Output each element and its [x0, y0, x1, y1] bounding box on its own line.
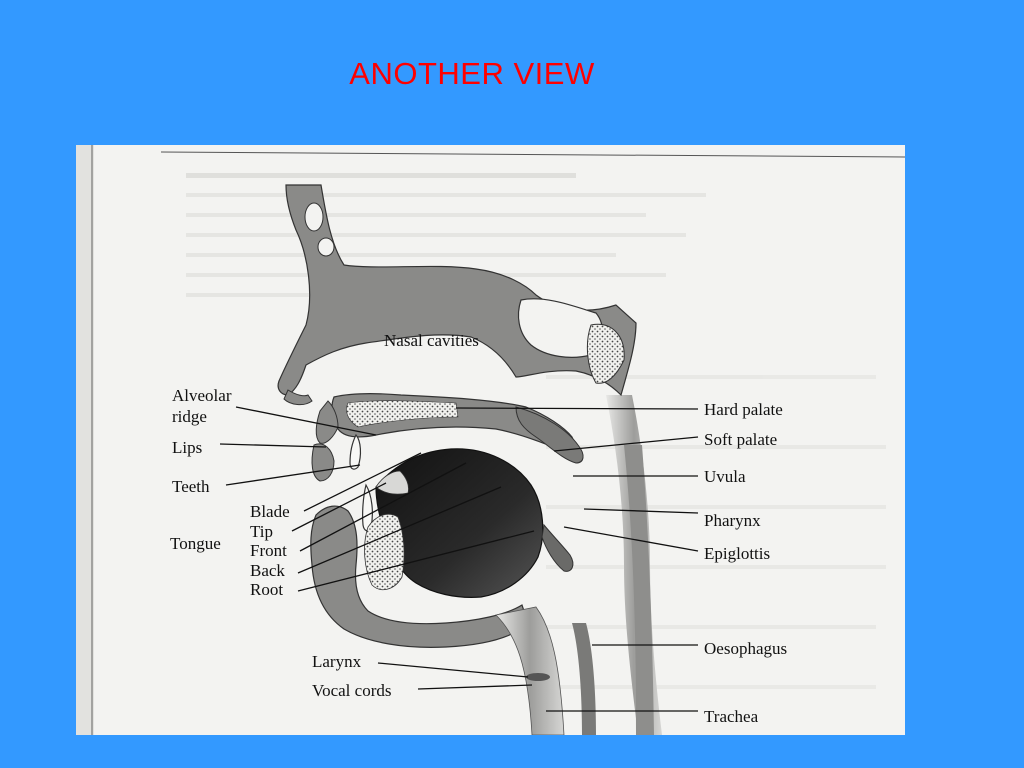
leader-teeth [225, 464, 361, 486]
label-front: Front [250, 541, 287, 560]
leader-front [299, 462, 467, 552]
leader-epiglottis [563, 526, 699, 552]
tongue-tip-light [375, 470, 409, 495]
label-nasal-cavities: Nasal cavities [384, 331, 479, 350]
label-tongue: Tongue [170, 534, 221, 553]
upper-lip [315, 400, 339, 444]
epiglottis-flap [541, 523, 574, 572]
leader-back [297, 486, 502, 574]
upper-teeth [349, 433, 362, 470]
leader-tip [291, 482, 387, 532]
lower-teeth [362, 483, 373, 532]
label-soft-palate: Soft palate [704, 430, 777, 449]
label-oesophagus: Oesophagus [704, 639, 787, 658]
label-tip: Tip [250, 522, 273, 541]
scanned-diagram-page: Nasal cavities Alveolar ridge Lips Teeth… [76, 145, 905, 735]
oesophagus-lower [572, 623, 596, 735]
leader-pharynx [583, 508, 699, 514]
sinus-cavity-2 [317, 237, 335, 257]
oesophagus-tube [624, 445, 654, 735]
lower-lip [311, 443, 335, 482]
label-hard-palate: Hard palate [704, 400, 783, 419]
leader-lines [219, 406, 699, 712]
larynx-tube [495, 606, 565, 735]
nose-tip [283, 389, 313, 406]
hard-palate-bone-dotted [346, 400, 459, 428]
label-blade: Blade [250, 502, 290, 521]
label-root: Root [250, 580, 283, 599]
mandible-bone-dotted [364, 513, 405, 591]
slide-title: ANOTHER VIEW [349, 56, 595, 91]
leader-vocal-cords [417, 684, 533, 690]
label-epiglottis: Epiglottis [704, 544, 770, 563]
leader-soft-palate [553, 436, 699, 452]
vocal-cords-shape [526, 673, 550, 681]
label-alveolar: Alveolar [172, 386, 232, 405]
label-vocal-cords: Vocal cords [312, 681, 391, 700]
label-pharynx: Pharynx [704, 511, 761, 530]
leader-lips [219, 443, 327, 448]
label-teeth: Teeth [172, 477, 210, 496]
label-larynx: Larynx [312, 652, 362, 671]
vocal-tract-diagram: Nasal cavities Alveolar ridge Lips Teeth… [76, 145, 905, 735]
adenoid-region [586, 323, 625, 384]
page-top-rule [160, 151, 905, 158]
leader-blade [303, 452, 422, 512]
label-trachea: Trachea [704, 707, 759, 726]
leader-larynx [377, 662, 529, 678]
leader-hard-palate [455, 407, 699, 410]
label-uvula: Uvula [704, 467, 746, 486]
soft-palate-velum [515, 406, 584, 464]
label-ridge: ridge [172, 407, 207, 426]
sinus-cavity-1 [304, 202, 324, 232]
leader-root [297, 530, 535, 592]
page-binding-edge [76, 145, 94, 735]
label-back: Back [250, 561, 285, 580]
label-lips: Lips [172, 438, 202, 457]
leader-alveolar [235, 406, 377, 436]
